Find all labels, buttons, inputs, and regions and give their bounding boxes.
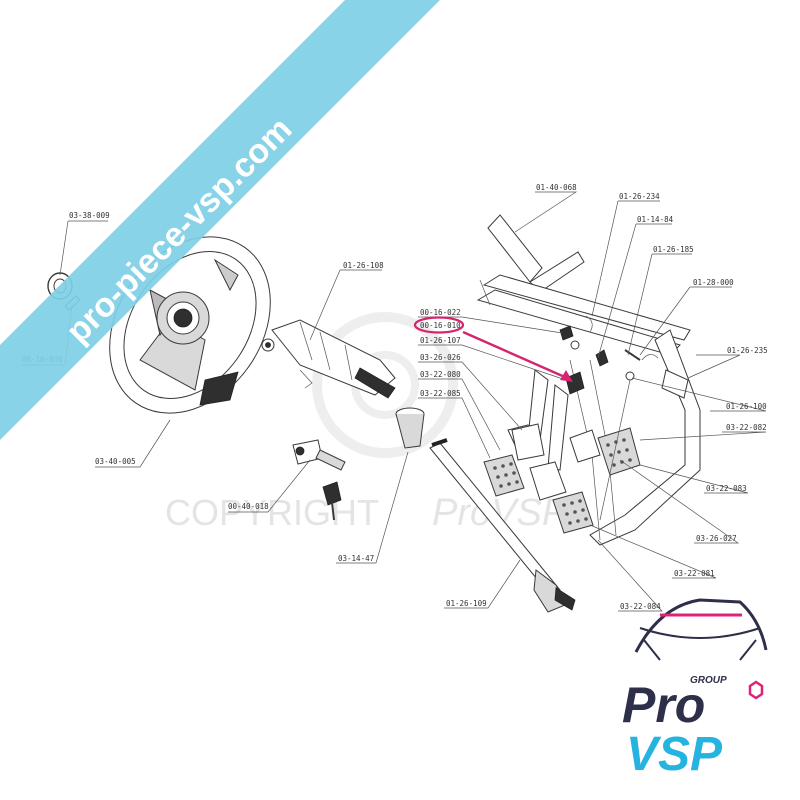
part-label: 00-40-018 <box>228 502 269 511</box>
highlight-arrow-head <box>560 370 573 382</box>
pedal-rubber-pad <box>511 423 545 461</box>
background-watermark: COPYRIGHT ProVSP <box>165 312 568 534</box>
part-label: 03-26-027 <box>696 534 737 543</box>
logo-car-outline <box>634 598 768 653</box>
steering-column <box>261 319 396 399</box>
logo-pro-text: Pro <box>622 677 705 733</box>
steering-shaft <box>429 438 576 613</box>
part-label: 00-16-022 <box>420 308 461 317</box>
part-label-highlighted: 00-16-010 <box>420 321 461 330</box>
part-label: 01-26-108 <box>343 261 384 270</box>
part-label: 01-26-235 <box>727 346 768 355</box>
copyright-watermark: COPYRIGHT <box>165 492 379 533</box>
logo-hex-icon <box>748 680 764 700</box>
part-label: 01-26-100 <box>726 402 767 411</box>
part-label: 03-14-47 <box>338 554 374 563</box>
part-label: 03-22-081 <box>674 569 715 578</box>
part-label: 01-26-234 <box>619 192 660 201</box>
ignition-key-set <box>292 439 346 521</box>
logo-group-text: GROUP <box>690 675 727 686</box>
provsp-logo: GROUP Pro VSP <box>622 598 768 781</box>
highlight-ellipse <box>413 316 465 334</box>
part-label: 01-26-109 <box>446 599 487 608</box>
part-label: 01-14-84 <box>637 215 674 224</box>
part-label: 01-26-185 <box>653 245 694 254</box>
part-highlight <box>413 316 573 382</box>
part-label: 03-38-009 <box>69 211 110 220</box>
part-label: 03-22-082 <box>726 423 767 432</box>
part-label: 01-40-068 <box>536 183 577 192</box>
steering-boot <box>395 407 425 449</box>
part-label: 03-22-085 <box>420 389 461 398</box>
highlight-arrow-line <box>462 330 568 380</box>
part-label: 03-26-026 <box>420 353 461 362</box>
part-label: 03-40-005 <box>95 457 136 466</box>
pedal-frame <box>476 214 701 546</box>
part-label: 03-22-083 <box>706 484 747 493</box>
brake-pedal <box>529 384 594 534</box>
logo-vsp-text: VSP <box>626 728 723 781</box>
part-label: 01-28-000 <box>693 278 734 287</box>
part-label: 01-26-107 <box>420 336 461 345</box>
pedal-hardware <box>559 315 659 521</box>
part-label: 03-22-084 <box>620 602 661 611</box>
part-label: 03-22-080 <box>420 370 461 379</box>
